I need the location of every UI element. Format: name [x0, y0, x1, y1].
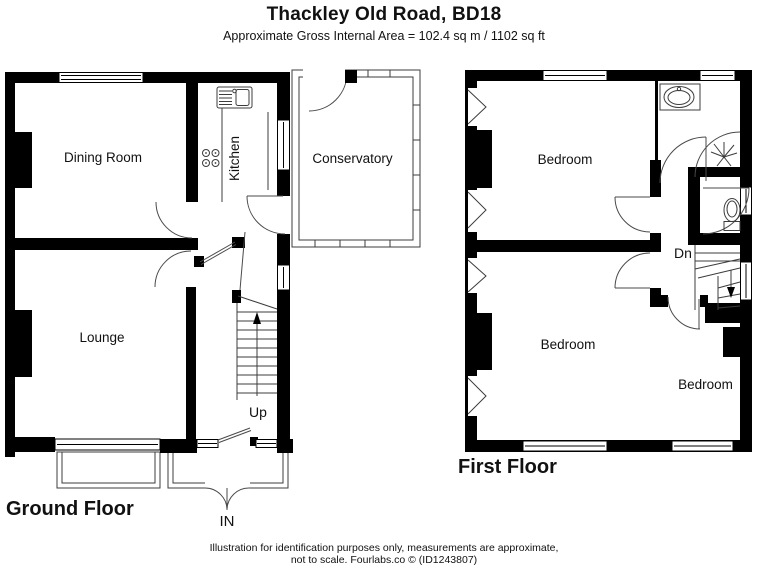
- toilet-icon: [723, 198, 741, 231]
- down-arrow-icon: [727, 287, 735, 298]
- ground-floor-plan: [5, 69, 421, 511]
- dining-chimney-breast: [15, 132, 32, 188]
- porch-structure: [167, 452, 289, 511]
- lounge-door-arc: [154, 250, 192, 288]
- stairs-up: [236, 295, 278, 400]
- stairs-down: [694, 245, 741, 310]
- ground-floor-doors: [154, 195, 286, 443]
- bedroom3-door-arc: [667, 296, 701, 330]
- kitchen-door-arc: [246, 195, 286, 235]
- bedroom1-chimney-breast: [477, 130, 492, 188]
- entrance-door-arc: [226, 487, 251, 511]
- page-subtitle: Approximate Gross Internal Area = 102.4 …: [223, 29, 545, 43]
- room-label-lounge: Lounge: [79, 330, 125, 345]
- up-arrow-icon: [253, 312, 261, 324]
- basin-icon: [659, 83, 701, 111]
- hall-door-leaf: [199, 241, 236, 263]
- first-floor-plan: [465, 70, 752, 452]
- sink-icon: [216, 86, 253, 109]
- bathroom-door-arc: [659, 136, 707, 184]
- entrance-door-arc: [204, 487, 228, 511]
- disclaimer-line2: not to scale. Fourlabs.co © (ID1243807): [290, 554, 478, 566]
- alcove-cupboards: [467, 88, 487, 416]
- room-label-conservatory: Conservatory: [312, 151, 393, 166]
- hob-icon: [202, 149, 220, 167]
- ground-floor-windows: [54, 72, 290, 451]
- bedroom2-door-arc: [614, 252, 651, 289]
- ground-floor-label: Ground Floor: [6, 498, 134, 520]
- first-floor-windows: [522, 70, 752, 452]
- first-floor-label: First Floor: [458, 456, 557, 478]
- front-door-hinge: [250, 437, 258, 446]
- ground-floor-walls: [5, 70, 357, 457]
- page-title: Thackley Old Road, BD18: [266, 4, 502, 25]
- bedroom3-chimney-breast: [723, 327, 740, 357]
- bedroom2-chimney-breast: [477, 313, 492, 370]
- dining-door-arc: [155, 201, 193, 239]
- room-label-bedroom3: Bedroom: [678, 377, 733, 392]
- room-label-kitchen: Kitchen: [227, 135, 243, 181]
- bathroom-fixtures: [659, 83, 741, 231]
- stairs-down-label: Dn: [674, 245, 692, 261]
- room-label-bedroom2: Bedroom: [540, 337, 596, 352]
- room-label-dining: Dining Room: [63, 150, 143, 165]
- lounge-chimney-breast: [15, 310, 32, 377]
- room-label-bedroom1: Bedroom: [537, 152, 593, 167]
- lean-to-structure: [56, 451, 161, 489]
- entrance-label: IN: [219, 513, 235, 530]
- bedroom1-door-arc: [614, 196, 651, 233]
- stairs-up-label: Up: [249, 404, 267, 420]
- kitchen-fixtures: [202, 86, 269, 202]
- front-door-leaf: [217, 427, 251, 441]
- shower-icon: [694, 131, 741, 178]
- disclaimer-line1: Illustration for identification purposes…: [209, 542, 559, 554]
